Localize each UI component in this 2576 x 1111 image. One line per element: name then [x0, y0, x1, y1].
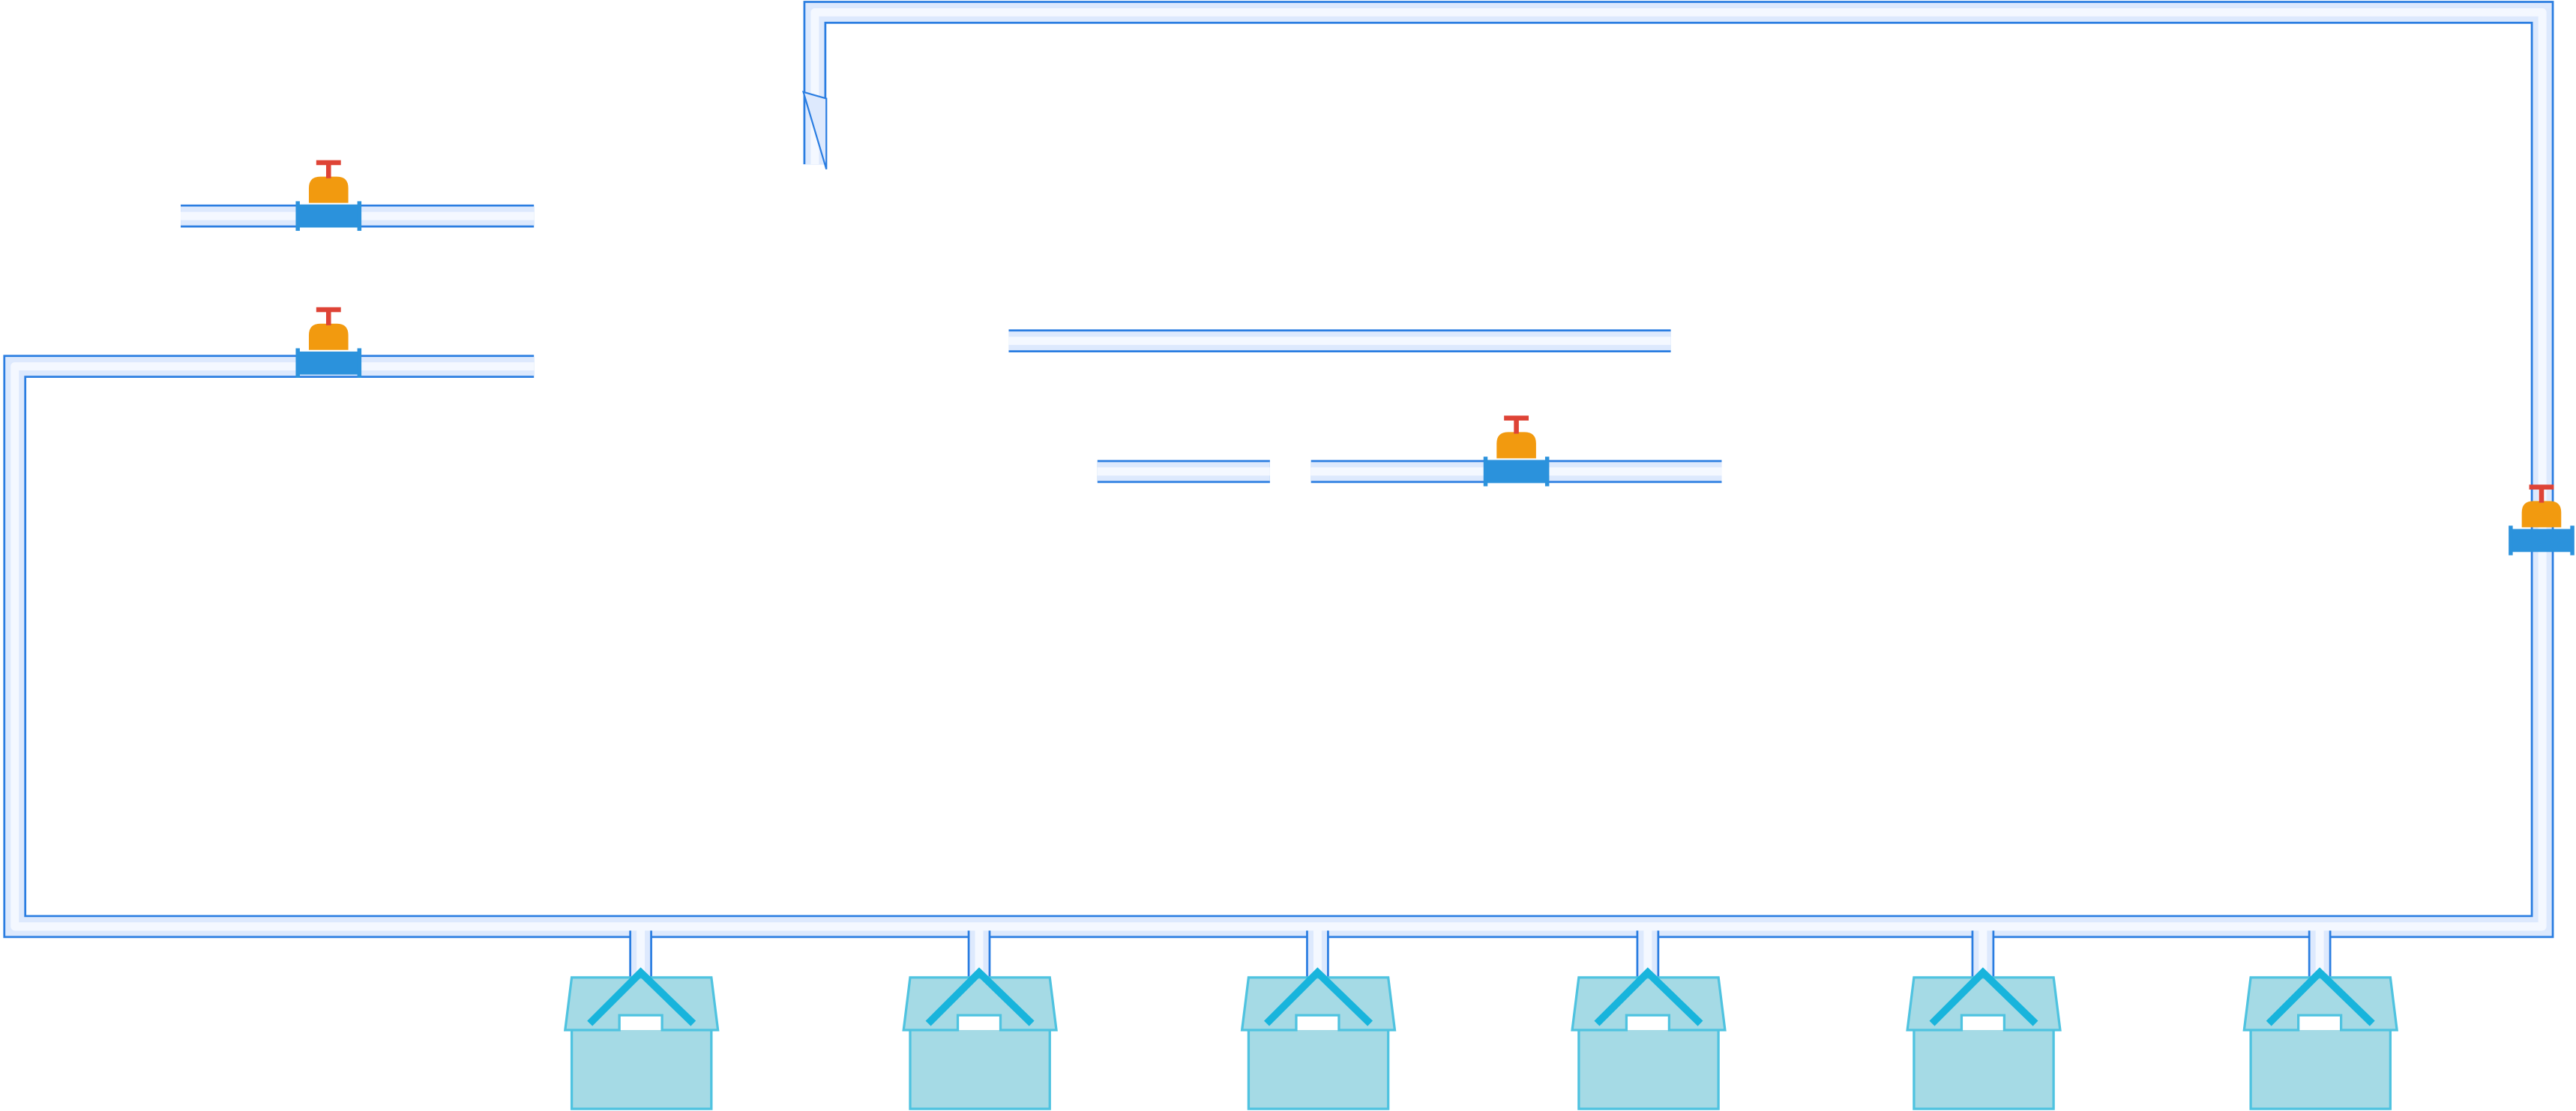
pipe-tail — [801, 91, 828, 170]
valve-body — [2510, 529, 2573, 553]
house-icon — [1906, 967, 2062, 1110]
house-icon — [902, 967, 1058, 1110]
valve-flange-left — [1483, 457, 1488, 487]
valve-icon — [295, 160, 362, 231]
valve-handle — [316, 160, 341, 166]
valve-bonnet — [308, 323, 349, 350]
house-body — [1247, 1029, 1390, 1110]
valve-bonnet — [2521, 501, 2562, 528]
valves — [295, 160, 2575, 556]
pipes — [3, 1, 2554, 981]
valve-flange-left — [295, 201, 300, 231]
house-roof-line — [1929, 967, 2038, 1026]
house-roof — [1240, 976, 1397, 1032]
valve-stem — [1514, 418, 1519, 434]
valve-body — [1484, 460, 1548, 484]
house-body — [2249, 1029, 2392, 1110]
valve-icon — [2509, 484, 2575, 556]
valve-handle — [1504, 415, 1529, 421]
house-icon — [2242, 967, 2399, 1110]
house-body — [1577, 1029, 1720, 1110]
valve-flange-left — [2509, 526, 2513, 556]
house-roof — [563, 976, 720, 1032]
house-body — [570, 1029, 713, 1110]
house-roof — [1906, 976, 2062, 1032]
valve-bonnet — [308, 176, 349, 203]
valve-icon — [1483, 415, 1550, 487]
house-roof-line — [2266, 967, 2375, 1026]
main-loop-pipe — [3, 1, 2554, 939]
house-body — [909, 1029, 1051, 1110]
house-roof-line — [925, 967, 1035, 1026]
house-body — [1913, 1029, 2055, 1110]
house-roof-line — [587, 967, 696, 1026]
house-icon — [1240, 967, 1397, 1110]
house-roof-line — [1264, 967, 1373, 1026]
valve-flange-right — [1544, 457, 1550, 487]
valve-flange-right — [2570, 526, 2575, 556]
house-roof — [2242, 976, 2399, 1032]
valve-flange-right — [357, 348, 362, 379]
valve-stem — [2539, 487, 2545, 503]
houses — [563, 967, 2399, 1110]
valve-flange-left — [295, 348, 300, 379]
house-roof-line — [1594, 967, 1703, 1026]
house-roof — [902, 976, 1058, 1032]
valve-body — [297, 204, 360, 228]
valve-body — [297, 351, 360, 375]
valve-icon — [295, 307, 362, 379]
house-icon — [563, 967, 720, 1110]
house-roof — [1571, 976, 1727, 1032]
valve-stem — [325, 310, 331, 325]
valve-flange-right — [357, 201, 362, 231]
house-icon — [1571, 967, 1727, 1110]
valve-handle — [2529, 484, 2554, 490]
valve-handle — [316, 307, 341, 313]
valve-bonnet — [1496, 432, 1536, 459]
valve-stem — [325, 163, 331, 178]
